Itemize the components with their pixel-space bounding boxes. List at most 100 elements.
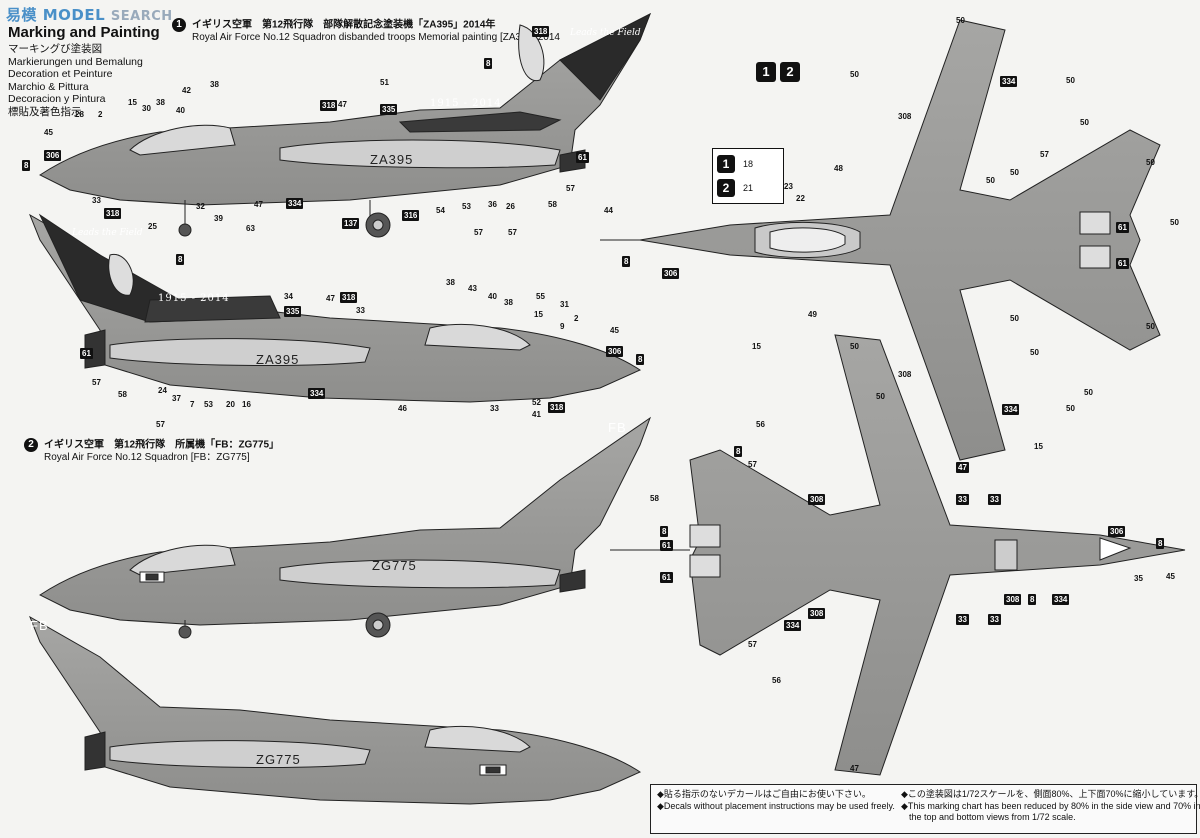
callout: 58 — [650, 494, 659, 503]
callout: 50 — [876, 392, 885, 401]
heading-line: マーキングび塗装図 — [8, 43, 103, 55]
callout: 52 — [532, 398, 541, 407]
callout: 39 — [214, 214, 223, 223]
notes-right: ◆この塗装図は1/72スケールを、側面80%、上下面70%に縮小しています。 ◆… — [901, 789, 1200, 824]
callout-box: 61 — [660, 540, 673, 551]
callout: 50 — [1010, 314, 1019, 323]
callout: 7 — [190, 400, 195, 409]
callout: 56 — [756, 420, 765, 429]
callout: 50 — [1170, 218, 1179, 227]
callout-box: 334 — [1000, 76, 1018, 87]
scheme1-title-jp: イギリス空軍 第12飛行隊 部隊解散記念塗装機「ZA395」2014年 — [192, 19, 496, 31]
callout: 57 — [156, 420, 165, 429]
scheme2-title-jp: イギリス空軍 第12飛行隊 所属機「FB：ZG775」 — [44, 439, 280, 451]
callout: 57 — [566, 184, 575, 193]
callout: 57 — [92, 378, 101, 387]
heading-translations: マーキングび塗装図 Markierungen und Bemalung Deco… — [8, 43, 178, 118]
callout: 57 — [1040, 150, 1049, 159]
legend-badge: 1 — [717, 155, 735, 173]
callout-box: 306 — [1108, 526, 1126, 537]
callout: 308 — [898, 112, 912, 121]
callout-box: 318 — [548, 402, 566, 413]
heading-line: Markierungen und Bemalung — [8, 55, 143, 68]
callout: 47 — [850, 764, 859, 773]
tail-code: FB — [608, 420, 627, 435]
callout-box: 334 — [308, 388, 326, 399]
callout-box: 334 — [1052, 594, 1070, 605]
tail-motto-text: Leads the Field — [72, 228, 143, 238]
scheme1-title-en: Royal Air Force No.12 Squadron disbanded… — [192, 32, 560, 43]
watermark: 易模 MODEL SEARCH — [6, 4, 173, 25]
watermark-sub: SEARCH — [110, 9, 173, 24]
callout: 43 — [468, 284, 477, 293]
legend-badge: 2 — [717, 179, 735, 197]
callout: 24 — [158, 386, 167, 395]
callout-box: 306 — [606, 346, 624, 357]
callout: 57 — [474, 228, 483, 237]
callout: 57 — [508, 228, 517, 237]
top-view — [600, 19, 1161, 461]
callout: 45 — [1166, 572, 1175, 581]
anniversary-band-text: 1915 - 2014 — [430, 98, 502, 109]
callout-box: 334 — [784, 620, 802, 631]
callout: 34 — [284, 292, 293, 301]
callout: 308 — [898, 370, 912, 379]
callout: 40 — [488, 292, 497, 301]
callout-box: 318 — [532, 26, 550, 37]
note-line: the top and bottom views from 1/72 scale… — [909, 812, 1076, 822]
scheme2-badge: 2 — [24, 438, 38, 452]
callout-box: 61 — [1116, 222, 1129, 233]
note-line: ◆貼る指示のないデカールはご自由にお使い下さい。 — [657, 789, 871, 799]
callout: 15 — [128, 98, 137, 107]
serial-number: ZG775 — [256, 752, 301, 767]
callout-box: 8 — [734, 446, 743, 457]
plan-badge-1: 1 — [756, 62, 776, 82]
callout: 38 — [446, 278, 455, 287]
note-line: ◆Decals without placement instructions m… — [657, 800, 895, 811]
callout: 50 — [1146, 158, 1155, 167]
callout: 20 — [226, 400, 235, 409]
callout-box: 318 — [104, 208, 122, 219]
callout: 50 — [956, 16, 965, 25]
callout-box: 308 — [808, 494, 826, 505]
heading-block: Marking and Painting マーキングび塗装図 Markierun… — [8, 20, 178, 118]
tail-motto-text: Leads the Field — [570, 28, 641, 38]
callout: 2 — [98, 110, 103, 119]
callout: 50 — [1066, 404, 1075, 413]
callout: 32 — [196, 202, 205, 211]
callout: 22 — [796, 194, 805, 203]
legend-value: 21 — [743, 183, 754, 193]
callout: 50 — [1080, 118, 1089, 127]
spec-legend: 1 18 2 21 — [712, 148, 784, 204]
note-line: ◆This marking chart has been reduced by … — [901, 800, 1200, 811]
callout-box: 335 — [380, 104, 398, 115]
callout: 40 — [176, 106, 185, 115]
callout: 51 — [380, 78, 389, 87]
callout: 26 — [506, 202, 515, 211]
callout: 57 — [748, 460, 757, 469]
callout-box: 61 — [80, 348, 93, 359]
callout-box: 8 — [660, 526, 669, 537]
legend-row: 1 18 — [717, 155, 753, 173]
callout: 50 — [986, 176, 995, 185]
heading-line: Decoracion y Pintura — [8, 93, 106, 105]
callout: 47 — [338, 100, 347, 109]
callout-box: 306 — [44, 150, 62, 161]
callout: 37 — [172, 394, 181, 403]
callout-box: 8 — [636, 354, 645, 365]
callout: 36 — [488, 200, 497, 209]
side-view-3 — [39, 416, 652, 639]
callout: 50 — [850, 342, 859, 351]
legend-row: 2 21 — [717, 179, 753, 197]
callout-box: 308 — [808, 608, 826, 619]
callout-box: 334 — [1002, 404, 1020, 415]
callout: 50 — [850, 70, 859, 79]
plan-badge-2: 2 — [780, 62, 800, 82]
callout: 9 — [560, 322, 565, 331]
callout-box: 33 — [956, 614, 969, 625]
callout-box: 61 — [576, 152, 589, 163]
serial-number: ZA395 — [370, 152, 414, 167]
